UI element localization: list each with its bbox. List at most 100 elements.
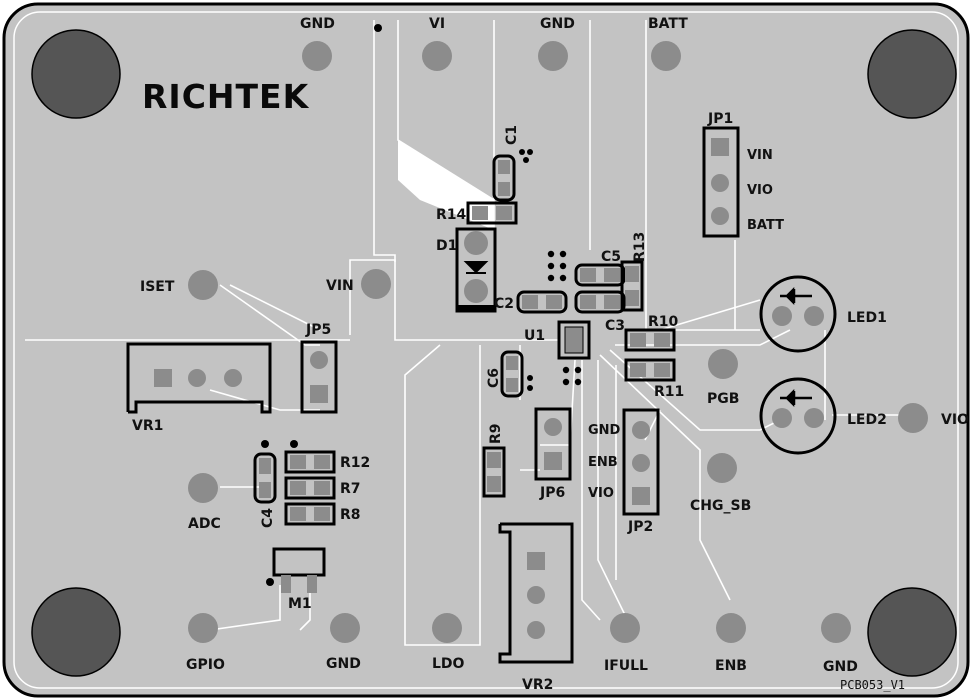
richtek-logo: RICHTEK	[142, 77, 310, 116]
led2: LED2	[759, 377, 887, 455]
jp6-header: JP6	[534, 407, 572, 501]
mounting-hole-bottom-left	[31, 587, 121, 677]
tp-label-gpio: GPIO	[186, 657, 225, 673]
m1-pin-1	[281, 575, 291, 593]
led2-pad-2	[804, 408, 824, 428]
tp-label-vi: VI	[429, 16, 445, 32]
mounting-holes	[31, 29, 957, 677]
r9-pad-bottom	[487, 476, 501, 492]
c6-marker-1	[527, 375, 533, 381]
jp2-pin-label-gnd: GND	[588, 423, 621, 438]
c3-label: C3	[605, 318, 625, 334]
led1-label: LED1	[847, 310, 887, 326]
d1-diode-symbol	[463, 261, 489, 274]
tp-pad-gpio	[188, 613, 218, 643]
tp-label-iset: ISET	[140, 279, 175, 295]
c2-body	[516, 290, 568, 314]
tp-pad-pgb	[708, 349, 738, 379]
tp-pad-vi	[422, 41, 452, 71]
r12-pad-left	[290, 455, 306, 469]
test-point-pads	[188, 41, 928, 643]
led2-pad-1	[772, 408, 792, 428]
tp-pad-enb	[716, 613, 746, 643]
c4-pad-top	[259, 458, 271, 474]
c6-label: C6	[486, 368, 502, 388]
via-dot	[374, 24, 382, 32]
d1-label: D1	[436, 238, 457, 254]
jp1-pin-3	[711, 207, 729, 225]
c4-label: C4	[260, 508, 276, 528]
led1-pad-2	[804, 306, 824, 326]
tp-pad-adc	[188, 473, 218, 503]
r14-label: R14	[436, 207, 467, 223]
vr2-outline	[498, 522, 574, 664]
r10-pad-right	[654, 333, 670, 347]
tp-pad-ifull	[610, 613, 640, 643]
vr1-pin-2	[188, 369, 206, 387]
m1-pin-2	[307, 575, 317, 593]
led1-pad-1	[772, 306, 792, 326]
copper-traces	[25, 20, 912, 646]
d1-diode: D1	[436, 227, 497, 313]
r8-label: R8	[340, 507, 361, 523]
r14-body	[466, 201, 518, 225]
r9-body	[482, 446, 506, 498]
c4-marker	[261, 440, 269, 448]
vr2-pin-2	[527, 586, 545, 604]
m1-marker	[266, 578, 274, 586]
jp1-header: JP1 VIN VIO BATT	[702, 111, 784, 238]
tp-label-gnd-bottom1: GND	[326, 656, 361, 672]
tp-pad-gnd-top2	[538, 41, 568, 71]
r8-pad-left	[290, 507, 306, 521]
board-version: PCB053_V1	[840, 678, 905, 692]
c4-pad-bottom	[259, 482, 271, 498]
r13-pad-top	[625, 266, 639, 282]
c3-pad-right	[604, 295, 620, 309]
c3-body	[574, 290, 626, 314]
jp2-pin-1	[632, 421, 650, 439]
tp-label-gnd-top2: GND	[540, 16, 575, 32]
c1-pad-top	[498, 160, 510, 174]
tp-label-gnd-bottom2: GND	[823, 659, 858, 675]
tp-label-ldo: LDO	[432, 656, 465, 672]
c5-label: C5	[601, 249, 621, 265]
c6-body	[500, 350, 524, 398]
c4-body	[253, 452, 277, 504]
r12-label: R12	[340, 455, 370, 471]
jp5-pin-2-square	[310, 385, 328, 403]
c6-marker-2	[527, 385, 533, 391]
r7-body	[284, 476, 336, 500]
jp5-pin-1	[310, 351, 328, 369]
via-cluster-dot-5	[547, 274, 555, 282]
via-cluster-dot-3	[547, 262, 555, 270]
r13-body	[620, 260, 644, 312]
r11-body	[624, 358, 676, 382]
u1-via-2	[574, 366, 582, 374]
led1-outline	[759, 275, 837, 353]
tp-label-vin: VIN	[326, 278, 354, 294]
jp1-pin-2	[711, 174, 729, 192]
jp1-outline	[702, 126, 740, 238]
m1-body	[272, 547, 326, 577]
u1-ic-body	[557, 320, 591, 360]
jp5-outline	[300, 340, 338, 414]
jp1-label: JP1	[707, 111, 733, 127]
jp1-pin-label-vin: VIN	[747, 148, 773, 163]
tp-label-gnd-top: GND	[300, 16, 335, 32]
vr1-potentiometer: VR1	[126, 342, 272, 434]
tp-label-vio-right: VIO	[941, 412, 969, 428]
c2-pad-right	[546, 295, 562, 309]
jp2-pin-3-square	[632, 487, 650, 505]
r11-pad-left	[630, 363, 646, 377]
r9-pad-top	[487, 452, 501, 468]
u1-ic-inner	[564, 326, 584, 354]
c1-marker-3	[523, 157, 529, 163]
tp-pad-gnd-bottom1	[330, 613, 360, 643]
vr2-pin-3	[527, 621, 545, 639]
smd-components: C1 R14 C5 R13 C2 C3	[253, 125, 684, 612]
via-cluster-dot-2	[559, 250, 567, 258]
r12-pad-right	[314, 455, 330, 469]
r7-pad-left	[290, 481, 306, 495]
m1-label: M1	[288, 596, 312, 612]
